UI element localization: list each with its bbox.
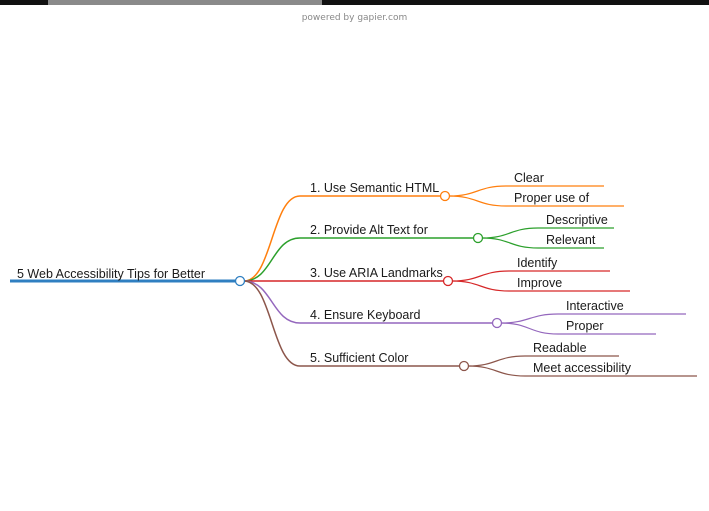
branch-collapse-toggle[interactable]	[458, 360, 470, 372]
branch-label: 3. Use ARIA Landmarks	[310, 266, 443, 280]
leaf-label: Meet accessibility	[533, 361, 632, 375]
branch-collapse-toggle[interactable]	[491, 317, 503, 329]
leaf-label: Descriptive	[546, 213, 608, 227]
leaf-link	[481, 227, 539, 239]
leaf-label: Identify	[517, 256, 558, 270]
top-bar-progress	[48, 0, 322, 5]
leaf-link	[448, 195, 507, 207]
branch-label: 1. Use Semantic HTML	[310, 181, 439, 195]
leaf-label: Readable	[533, 341, 587, 355]
leaf-link	[467, 365, 526, 377]
root-topic-label: 5 Web Accessibility Tips for Better	[17, 267, 205, 281]
leaf-link	[481, 237, 539, 249]
leaf-link	[448, 185, 507, 197]
branch-link	[243, 280, 301, 367]
branch-link	[243, 280, 301, 324]
leaf-label: Proper	[566, 319, 604, 333]
branch-link	[243, 195, 301, 282]
leaf-label: Proper use of	[514, 191, 590, 205]
mindmap-links	[10, 185, 697, 377]
leaf-label: Clear	[514, 171, 544, 185]
branch-label: 2. Provide Alt Text for	[310, 223, 428, 237]
leaf-link	[500, 322, 559, 335]
leaf-label: Relevant	[546, 233, 596, 247]
branch-collapse-toggle[interactable]	[442, 275, 454, 287]
leaf-link	[467, 355, 526, 367]
mindmap-nodes: 5 Web Accessibility Tips for Better 1. Us…	[17, 171, 632, 375]
powered-by-label: powered by gapier.com	[301, 13, 408, 23]
leaf-link	[500, 313, 559, 324]
top-bar	[0, 0, 709, 5]
branch-collapse-toggle[interactable]	[439, 190, 451, 202]
leaf-label: Interactive	[566, 299, 624, 313]
leaf-label: Improve	[517, 276, 562, 290]
branch-link	[243, 237, 301, 282]
branch-collapse-toggle[interactable]	[472, 232, 484, 244]
leaf-link	[451, 280, 510, 292]
branch-label: 4. Ensure Keyboard	[310, 308, 421, 322]
branch-label: 5. Sufficient Color	[310, 351, 408, 365]
leaf-link	[451, 270, 510, 282]
root-collapse-toggle[interactable]	[234, 275, 246, 287]
